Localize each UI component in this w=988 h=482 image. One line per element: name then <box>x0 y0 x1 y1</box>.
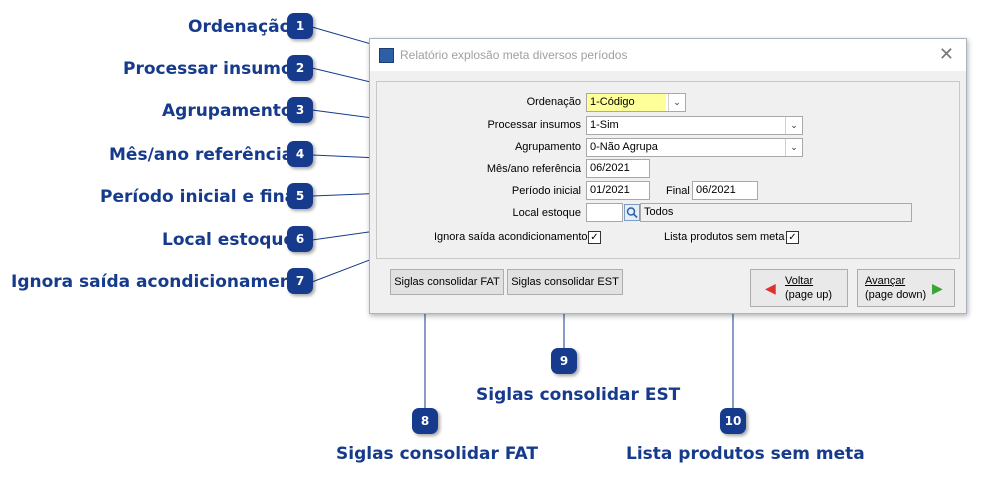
siglas-est-button[interactable]: Siglas consolidar EST <box>507 269 623 295</box>
voltar-label: Voltar <box>785 275 814 287</box>
lista-produtos-checkbox[interactable]: ✓ <box>786 231 799 244</box>
siglas-fat-button[interactable]: Siglas consolidar FAT <box>390 269 504 295</box>
callout-badge-1: 1 <box>287 13 313 39</box>
callout-badge-4: 4 <box>287 141 313 167</box>
agrupamento-label: Agrupamento <box>514 141 581 153</box>
ignora-saida-label: Ignora saída acondicionamento <box>434 231 588 243</box>
avancar-hint: (page down) <box>865 289 927 301</box>
callout-label-periodo: Período inicial e final <box>100 187 302 207</box>
form-panel <box>376 81 960 259</box>
local-estoque-label: Local estoque <box>512 207 582 219</box>
avancar-label: Avançar <box>865 275 906 287</box>
app-icon <box>379 48 394 63</box>
mes-ano-input[interactable]: 06/2021 <box>586 159 650 178</box>
callout-label-mes-ano: Mês/ano referência <box>109 145 294 165</box>
periodo-inicial-label: Período inicial <box>511 185 581 197</box>
window-title: Relatório explosão meta diversos período… <box>400 48 628 62</box>
callout-badge-9: 9 <box>551 348 577 374</box>
local-estoque-description: Todos <box>640 203 912 222</box>
processar-insumos-label: Processar insumos <box>487 119 581 131</box>
dialog-window: Relatório explosão meta diversos período… <box>369 38 967 314</box>
callout-badge-7: 7 <box>287 268 313 294</box>
callout-label-ignora-saida: Ignora saída acondicionamento <box>11 272 312 292</box>
agrupamento-value: 0-Não Agrupa <box>590 141 658 153</box>
callout-label-processar-insumos: Processar insumos <box>123 59 303 79</box>
callout-label-siglas-fat: Siglas consolidar FAT <box>336 444 538 464</box>
local-estoque-input[interactable] <box>586 203 623 222</box>
ordenacao-value: 1-Código <box>587 94 666 111</box>
voltar-hint: (page up) <box>785 289 833 301</box>
periodo-final-label: Final <box>666 185 690 197</box>
processar-insumos-value: 1-Sim <box>590 119 619 131</box>
periodo-final-input[interactable]: 06/2021 <box>692 181 758 200</box>
mes-ano-label: Mês/ano referência <box>486 163 581 175</box>
callout-label-agrupamento: Agrupamento <box>162 101 293 121</box>
agrupamento-select[interactable]: 0-Não Agrupa ⌄ <box>586 138 803 157</box>
arrow-right-icon: ▶ <box>932 280 943 296</box>
ordenacao-label: Ordenação <box>526 96 581 108</box>
search-lookup-icon[interactable] <box>624 204 640 221</box>
voltar-button[interactable]: ◀ Voltar (page up) <box>750 269 848 307</box>
callout-label-siglas-est: Siglas consolidar EST <box>476 385 681 405</box>
callout-badge-2: 2 <box>287 55 313 81</box>
callout-label-local-estoque: Local estoque <box>162 230 296 250</box>
callout-label-ordenacao: Ordenação <box>188 17 292 37</box>
lista-produtos-label: Lista produtos sem meta <box>664 231 785 243</box>
avancar-button[interactable]: Avançar (page down) ▶ <box>857 269 955 307</box>
title-bar[interactable]: Relatório explosão meta diversos período… <box>370 39 966 71</box>
chevron-down-icon[interactable]: ⌄ <box>668 94 685 111</box>
chevron-down-icon[interactable]: ⌄ <box>785 117 802 134</box>
ignora-saida-checkbox[interactable]: ✓ <box>588 231 601 244</box>
ordenacao-select[interactable]: 1-Código ⌄ <box>586 93 686 112</box>
callout-badge-10: 10 <box>720 408 746 434</box>
chevron-down-icon[interactable]: ⌄ <box>785 139 802 156</box>
arrow-left-icon: ◀ <box>765 280 776 296</box>
callout-badge-3: 3 <box>287 97 313 123</box>
close-icon[interactable]: ✕ <box>938 44 954 64</box>
callout-badge-8: 8 <box>412 408 438 434</box>
processar-insumos-select[interactable]: 1-Sim ⌄ <box>586 116 803 135</box>
callout-badge-5: 5 <box>287 183 313 209</box>
callout-badge-6: 6 <box>287 226 313 252</box>
periodo-inicial-input[interactable]: 01/2021 <box>586 181 650 200</box>
callout-label-lista-produtos: Lista produtos sem meta <box>626 444 865 464</box>
